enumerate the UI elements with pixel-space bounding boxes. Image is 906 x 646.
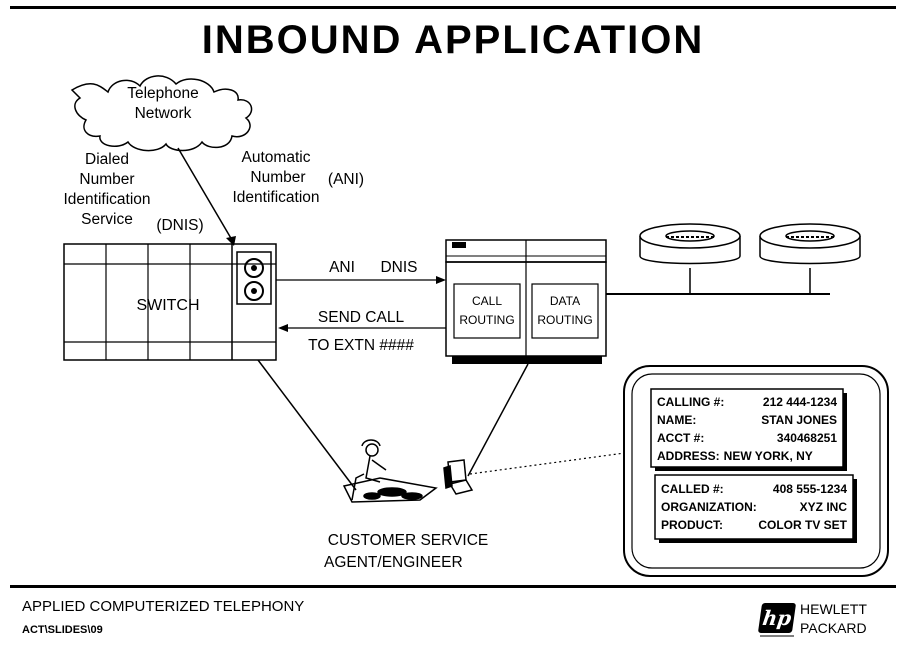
send-call-label: SEND CALL <box>317 309 405 326</box>
agent-line2: AGENT/ENGINEER <box>324 554 463 571</box>
product-row: PRODUCT: COLOR TV SET <box>661 516 847 534</box>
product-value: COLOR TV SET <box>758 518 847 532</box>
caller-info-panel: CALLING #: 212 444-1234 NAME: STAN JONES… <box>657 393 837 465</box>
dnis-line1: Dialed <box>85 151 129 168</box>
called-row: CALLED #: 408 555-1234 <box>661 480 847 498</box>
name-value: STAN JONES <box>761 413 837 427</box>
acct-label: ACCT #: <box>657 431 705 445</box>
dnis-abbr: (DNIS) <box>156 217 204 234</box>
brand-line2: PACKARD <box>800 620 867 636</box>
hp-logo-icon: hp <box>757 603 797 633</box>
telephone-network-cloud <box>70 75 253 152</box>
data-routing-line1: DATA <box>549 294 581 308</box>
to-extn-label: TO EXTN #### <box>308 337 414 354</box>
arrow-dnis-label: DNIS <box>380 259 418 276</box>
switch-cabinet <box>63 243 277 361</box>
name-row: NAME: STAN JONES <box>657 411 837 429</box>
dnis-label: Dialed Number Identification Service <box>52 150 162 230</box>
arrow-ani-label: ANI <box>329 259 355 276</box>
switch-label: SWITCH <box>136 297 200 314</box>
dnis-line3: Identification <box>63 191 151 208</box>
agent-line1: CUSTOMER SERVICE <box>327 532 489 549</box>
address-value: NEW YORK, NY <box>723 449 813 463</box>
tape-reel-upper <box>244 258 264 278</box>
computer-to-agent-line <box>467 363 529 477</box>
called-value: 408 555-1234 <box>772 482 847 496</box>
cloud-label-line1: Telephone <box>127 85 199 102</box>
dnis-line2: Number <box>79 171 135 188</box>
footer-title: APPLIED COMPUTERIZED TELEPHONY <box>22 598 305 615</box>
agent-to-screen-dotted <box>469 451 633 475</box>
called-label: CALLED #: <box>661 482 724 496</box>
cloud-label: Telephone Network <box>118 84 208 124</box>
call-routing-line2: ROUTING <box>459 313 515 327</box>
called-info-panel: CALLED #: 408 555-1234 ORGANIZATION: XYZ… <box>661 480 847 534</box>
cloud-label-line2: Network <box>134 105 192 122</box>
hp-brand-text: HEWLETT PACKARD <box>800 600 867 638</box>
disk-drive-2 <box>759 223 861 265</box>
switch-to-agent-line <box>257 359 357 491</box>
product-label: PRODUCT: <box>661 518 723 532</box>
calling-label: CALLING #: <box>657 395 725 409</box>
bottom-rule <box>10 585 896 588</box>
organization-label: ORGANIZATION: <box>661 500 757 514</box>
calling-row: CALLING #: 212 444-1234 <box>657 393 837 411</box>
dnis-line4: Service <box>81 211 133 228</box>
ani-label: Automatic Number Identification <box>222 148 330 208</box>
tape-reel-lower <box>244 281 264 301</box>
agent-figure <box>342 439 474 503</box>
ani-line3: Identification <box>232 189 320 206</box>
data-routing-line2: ROUTING <box>537 313 593 327</box>
agent-label: CUSTOMER SERVICE AGENT/ENGINEER <box>318 530 498 574</box>
address-label: ADDRESS: <box>657 449 720 463</box>
organization-row: ORGANIZATION: XYZ INC <box>661 498 847 516</box>
page-title: INBOUND APPLICATION <box>201 18 705 62</box>
ani-line2: Number <box>250 169 306 186</box>
name-label: NAME: <box>657 413 697 427</box>
call-routing-line1: CALL <box>471 294 503 308</box>
acct-value: 340468251 <box>776 431 837 445</box>
ani-line1: Automatic <box>241 149 311 166</box>
ani-connection-line <box>177 147 233 241</box>
call-routing-label: CALL ROUTING <box>454 292 520 330</box>
host-computer <box>445 239 607 364</box>
data-routing-label: DATA ROUTING <box>532 292 598 330</box>
footer-code: ACT\SLIDES\09 <box>22 624 103 636</box>
calling-value: 212 444-1234 <box>762 395 837 409</box>
address-row: ADDRESS: NEW YORK, NY <box>657 447 837 465</box>
agent-screen-graphic <box>623 365 889 577</box>
organization-value: XYZ INC <box>799 500 847 514</box>
ani-abbr: (ANI) <box>327 171 365 188</box>
acct-row: ACCT #: 340468251 <box>657 429 837 447</box>
disk-drive-1 <box>639 223 741 265</box>
top-rule <box>10 6 896 9</box>
brand-line1: HEWLETT <box>800 601 867 617</box>
